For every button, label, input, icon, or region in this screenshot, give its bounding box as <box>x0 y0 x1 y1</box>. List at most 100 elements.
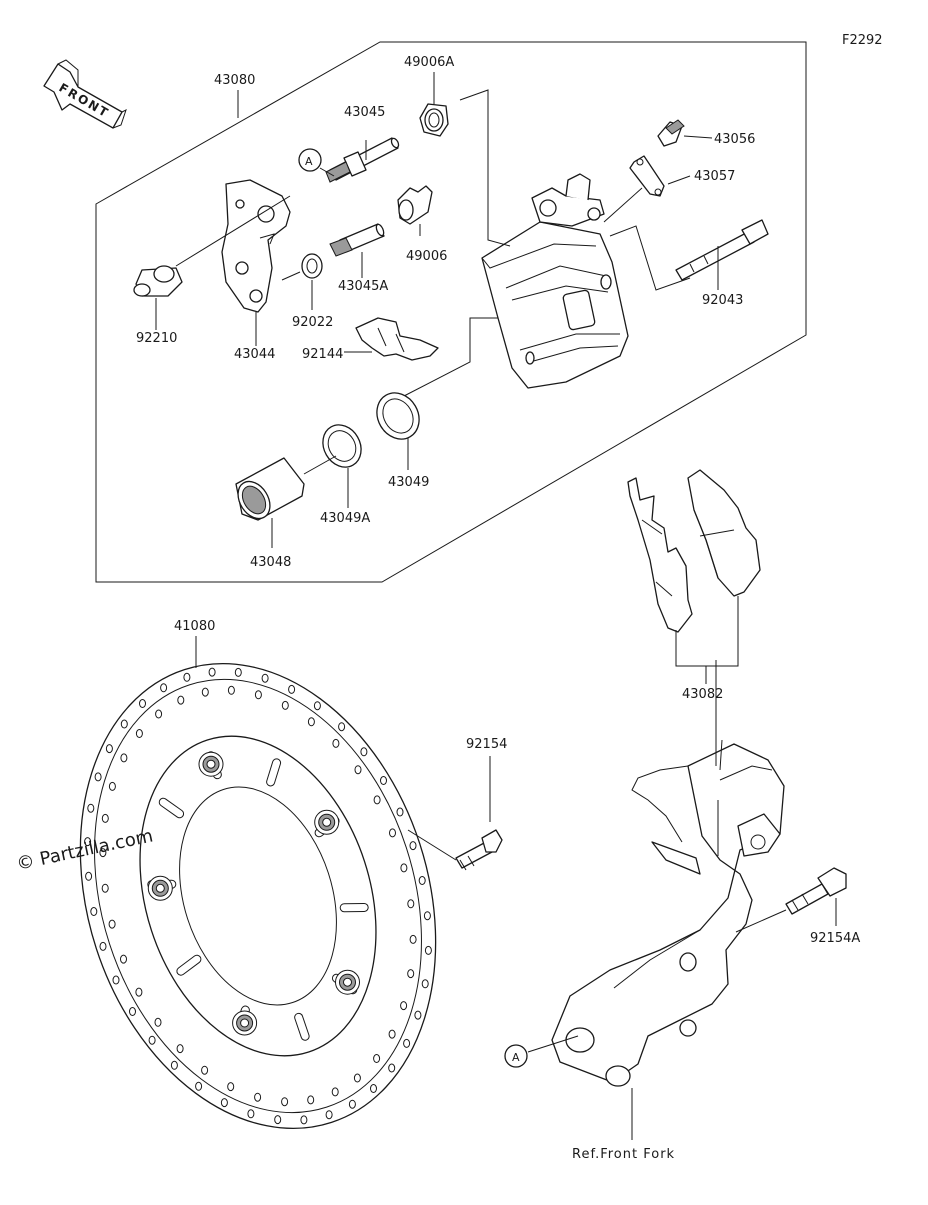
disc-hole <box>407 899 415 909</box>
disc-hole <box>183 672 191 682</box>
disc-hole <box>424 945 432 955</box>
pads-leader <box>675 596 739 684</box>
disc-hole <box>409 934 417 944</box>
disc-rivet <box>206 759 216 769</box>
label-49006A: 49006A <box>404 55 454 70</box>
front-fork <box>551 660 785 1087</box>
label-92154: 92154 <box>466 737 507 752</box>
caliper-bracket <box>221 179 291 313</box>
disc-hole <box>380 776 387 785</box>
sleeve-leader <box>155 195 291 330</box>
pad-spring <box>355 317 439 361</box>
disc-hole <box>354 765 362 775</box>
circle-a2-label: A <box>512 1051 520 1064</box>
ref-front-fork-label: Ref.Front Fork <box>572 1147 675 1162</box>
disc-hole <box>234 667 242 677</box>
washer-leader <box>281 271 313 310</box>
disc-hole <box>195 1081 203 1091</box>
label-43049: 43049 <box>388 475 429 490</box>
disc-hole <box>108 781 116 791</box>
disc-hole <box>400 863 408 873</box>
label-92144: 92144 <box>302 347 343 362</box>
disc-hole <box>99 941 107 951</box>
disc-hole <box>129 1007 136 1016</box>
disc-hole <box>388 1063 396 1073</box>
disc-slot <box>158 797 185 819</box>
label-43080: 43080 <box>214 73 255 88</box>
disc-hole <box>99 848 107 858</box>
label-43044: 43044 <box>234 347 275 362</box>
disc-hole <box>85 871 93 881</box>
disc-hole <box>108 919 116 929</box>
disc-hole <box>353 1073 361 1083</box>
disc-hole <box>407 969 415 979</box>
disc-hole <box>177 695 185 705</box>
cap-leader <box>667 175 691 185</box>
washer <box>301 253 323 279</box>
disc-hole <box>254 690 262 700</box>
circle-a-label: A <box>305 155 313 168</box>
disc-hole <box>331 1087 339 1097</box>
disc-hole <box>281 1097 289 1107</box>
circle-a2-icon <box>504 1044 528 1068</box>
caliper-body <box>481 173 629 389</box>
piston-seal <box>376 392 420 440</box>
label-92043: 92043 <box>702 293 743 308</box>
disc-hole <box>160 683 168 693</box>
disc-hole <box>409 841 417 851</box>
disc-hole <box>261 673 269 683</box>
fork-bolt <box>785 867 847 915</box>
disc-hole <box>120 719 128 729</box>
disc-slot <box>266 758 282 787</box>
disc-slot <box>339 902 369 913</box>
disc-hole <box>84 837 92 847</box>
label-43082: 43082 <box>682 687 723 702</box>
label-49006: 49006 <box>406 249 447 264</box>
bleeder-leader <box>683 135 713 139</box>
disc-hole <box>396 807 404 817</box>
disc-hole <box>400 1001 408 1011</box>
dust-seal <box>322 424 362 468</box>
disc-hole <box>307 1095 315 1105</box>
disc-hole <box>360 747 368 757</box>
disc-hole <box>373 1054 381 1063</box>
slide-pin-43045a <box>329 223 385 257</box>
front-arrow-icon <box>43 59 127 129</box>
sleeve <box>133 265 183 297</box>
disc-slot <box>294 1012 310 1041</box>
disc-hole <box>101 883 109 893</box>
disc-hole <box>201 1065 209 1075</box>
brake-pads <box>627 469 761 633</box>
bleeder-valve <box>657 119 685 147</box>
label-43045: 43045 <box>344 105 385 120</box>
circle-a2-leader <box>527 1035 579 1053</box>
disc-hole <box>325 1110 333 1120</box>
disc-hole <box>373 795 381 805</box>
disc-rivet <box>322 817 332 827</box>
disc-hole <box>254 1092 262 1102</box>
boot-49006 <box>397 185 433 225</box>
pin-leader <box>319 140 367 177</box>
disc-hole <box>288 684 296 694</box>
disc-hole <box>176 1044 184 1054</box>
disc-hole <box>281 700 289 710</box>
caliper-leader-lines <box>403 89 691 397</box>
label-41080: 41080 <box>174 619 215 634</box>
disc-hole <box>135 729 143 738</box>
disc-hole <box>120 753 128 763</box>
label-43049A: 43049A <box>320 511 370 526</box>
disc-hole <box>332 738 340 748</box>
disc-vent-holes <box>84 667 432 1125</box>
disc-bolt <box>455 829 503 871</box>
disc-hole <box>338 722 346 732</box>
disc-hole <box>90 907 98 916</box>
disc-hole <box>313 701 321 711</box>
disc-hole <box>87 803 95 813</box>
label-92154A: 92154A <box>810 931 860 946</box>
disc-hole <box>139 699 146 708</box>
disc-hole <box>154 1017 162 1027</box>
caliper-assembly-boundary <box>95 41 807 583</box>
disc-hole <box>227 685 235 695</box>
disc-hole <box>247 1109 255 1119</box>
disc-hole <box>300 1115 308 1125</box>
